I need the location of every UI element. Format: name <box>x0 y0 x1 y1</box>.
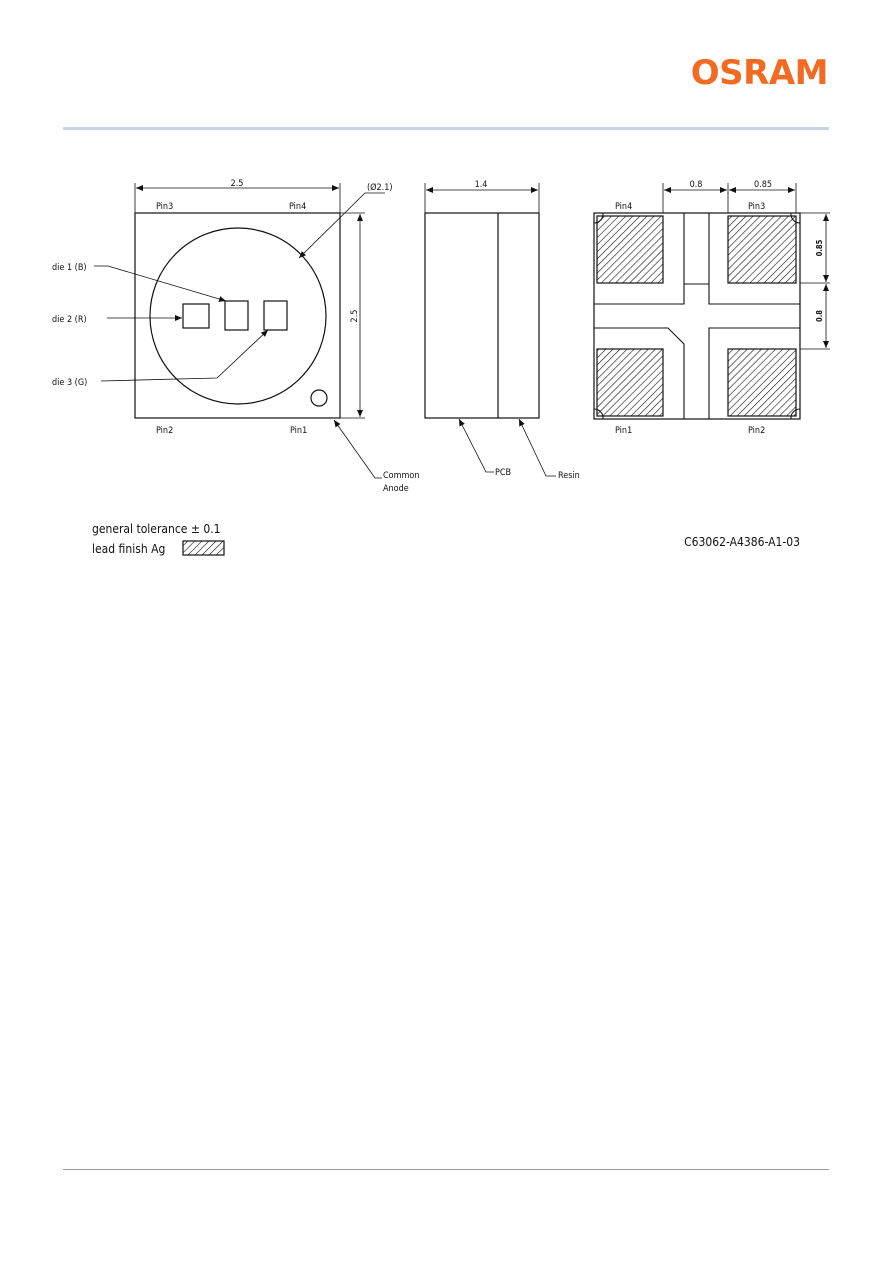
bottom-pin3-label: Pin3 <box>748 202 765 212</box>
center-cross-channel <box>594 213 800 419</box>
front-height-label: 2.5 <box>350 310 360 323</box>
die1-label: die 1 (B) <box>52 263 87 273</box>
die3-label: die 3 (G) <box>52 378 87 388</box>
drawing-number: C63062-A4386-A1-03 <box>684 535 800 549</box>
front-pin3-label: Pin3 <box>156 202 173 212</box>
front-width-label: 2.5 <box>231 179 244 189</box>
bottom-pin2-label: Pin2 <box>748 426 765 436</box>
resin-label: Resin <box>558 471 580 481</box>
pad-pin4 <box>596 215 664 284</box>
side-view <box>424 183 556 477</box>
bottom-view-outline <box>593 212 801 420</box>
die-3-green <box>263 300 288 331</box>
footer-rule <box>63 1169 829 1170</box>
common-anode-label-1: Common <box>383 471 419 481</box>
die-2-red <box>182 303 210 329</box>
bottom-view <box>593 183 830 420</box>
bottom-right-top-label: 0.85 <box>815 239 824 256</box>
circle-diameter-label: (Ø2.1) <box>367 182 393 193</box>
die2-label: die 2 (R) <box>52 315 87 325</box>
pad-pin3 <box>727 215 797 284</box>
die-1-blue <box>224 300 249 331</box>
pad-pin2 <box>727 348 797 417</box>
circle-leader <box>298 192 385 259</box>
lead-finish-note: lead finish Ag <box>92 542 165 556</box>
header-rule <box>63 127 829 130</box>
anode-marker <box>310 389 328 407</box>
common-anode-label-2: Anode <box>383 484 409 494</box>
front-pin2-label: Pin2 <box>156 426 173 436</box>
osram-logo: OSRAM <box>690 53 829 93</box>
die3-leader <box>100 329 269 382</box>
resin-leader <box>518 418 556 477</box>
die1-leader <box>94 265 227 302</box>
front-pin1-label: Pin1 <box>290 426 307 436</box>
pad-pin1 <box>596 348 664 417</box>
lead-finish-swatch <box>182 540 225 556</box>
bottom-pin1-label: Pin1 <box>615 426 632 436</box>
front-view-outline <box>134 212 341 419</box>
anode-leader <box>333 419 382 479</box>
bottom-pad-label: 0.85 <box>754 180 772 190</box>
side-view-outline <box>424 212 540 419</box>
bottom-right-gap-label: 0.8 <box>815 310 824 322</box>
lens-circle <box>149 227 327 405</box>
pcb-label: PCB <box>495 468 511 478</box>
front-view <box>94 183 385 479</box>
bottom-gap-label: 0.8 <box>690 180 703 190</box>
pcb-leader <box>458 418 494 473</box>
front-pin4-label: Pin4 <box>289 202 306 212</box>
tolerance-note: general tolerance ± 0.1 <box>92 522 220 536</box>
side-width-label: 1.4 <box>475 180 488 190</box>
bottom-pin4-label: Pin4 <box>615 202 632 212</box>
